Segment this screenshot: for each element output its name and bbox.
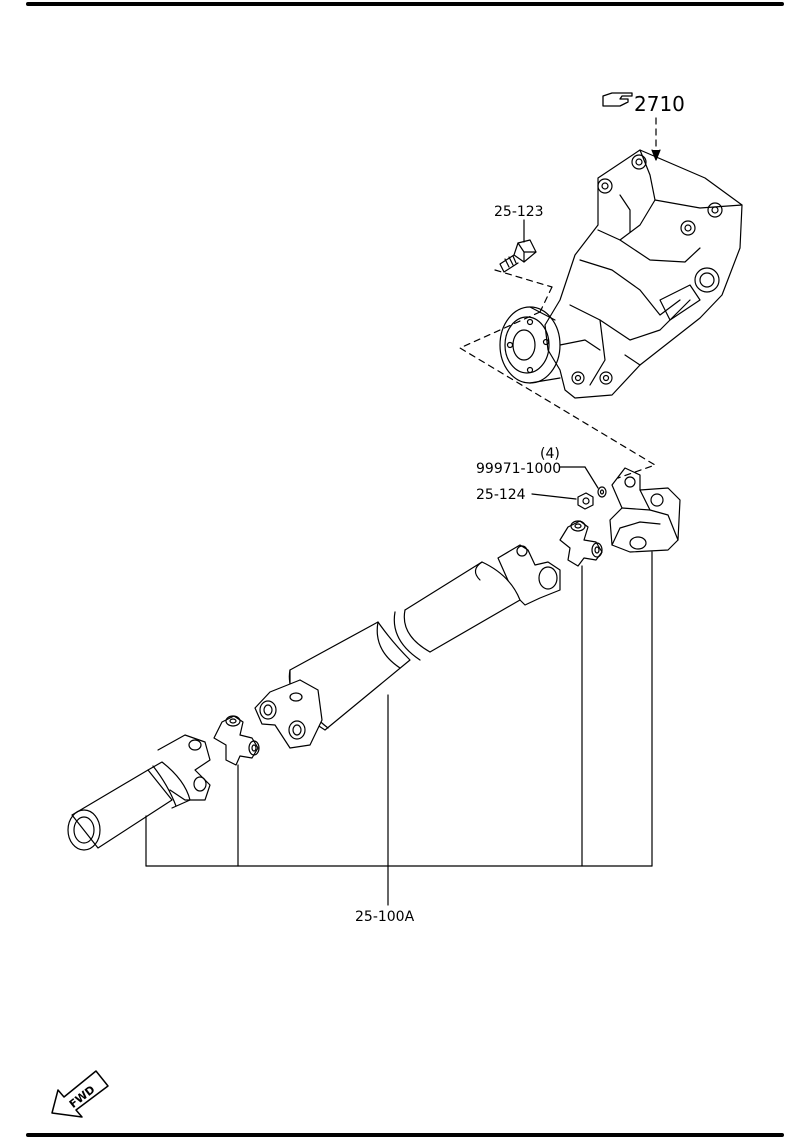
nut-part[interactable] — [577, 492, 594, 510]
nut-label[interactable]: 25-124 — [476, 487, 526, 503]
washer-qty-label: (4) — [540, 446, 560, 462]
washer-label[interactable]: 99971-1000 — [476, 461, 561, 477]
forward-arrow-icon — [51, 1070, 109, 1118]
leader-lines — [145, 219, 653, 906]
ref-2710-label[interactable]: 2710 — [634, 92, 685, 116]
washer-part[interactable] — [597, 486, 607, 498]
rear-flange-yoke[interactable] — [609, 467, 681, 553]
rear-universal-joint[interactable] — [559, 520, 603, 567]
pointing-hand-icon — [602, 92, 633, 107]
bolt-part[interactable] — [499, 239, 537, 273]
propeller-shaft[interactable] — [254, 544, 561, 749]
reference-dashes — [459, 117, 657, 479]
bolt-label[interactable]: 25-123 — [494, 204, 544, 220]
assembly-label[interactable]: 25-100A — [355, 909, 415, 925]
differential-housing[interactable] — [499, 149, 743, 399]
front-stub-shaft[interactable] — [67, 734, 211, 851]
front-universal-joint[interactable] — [213, 715, 260, 766]
reference-arrow — [651, 149, 661, 161]
